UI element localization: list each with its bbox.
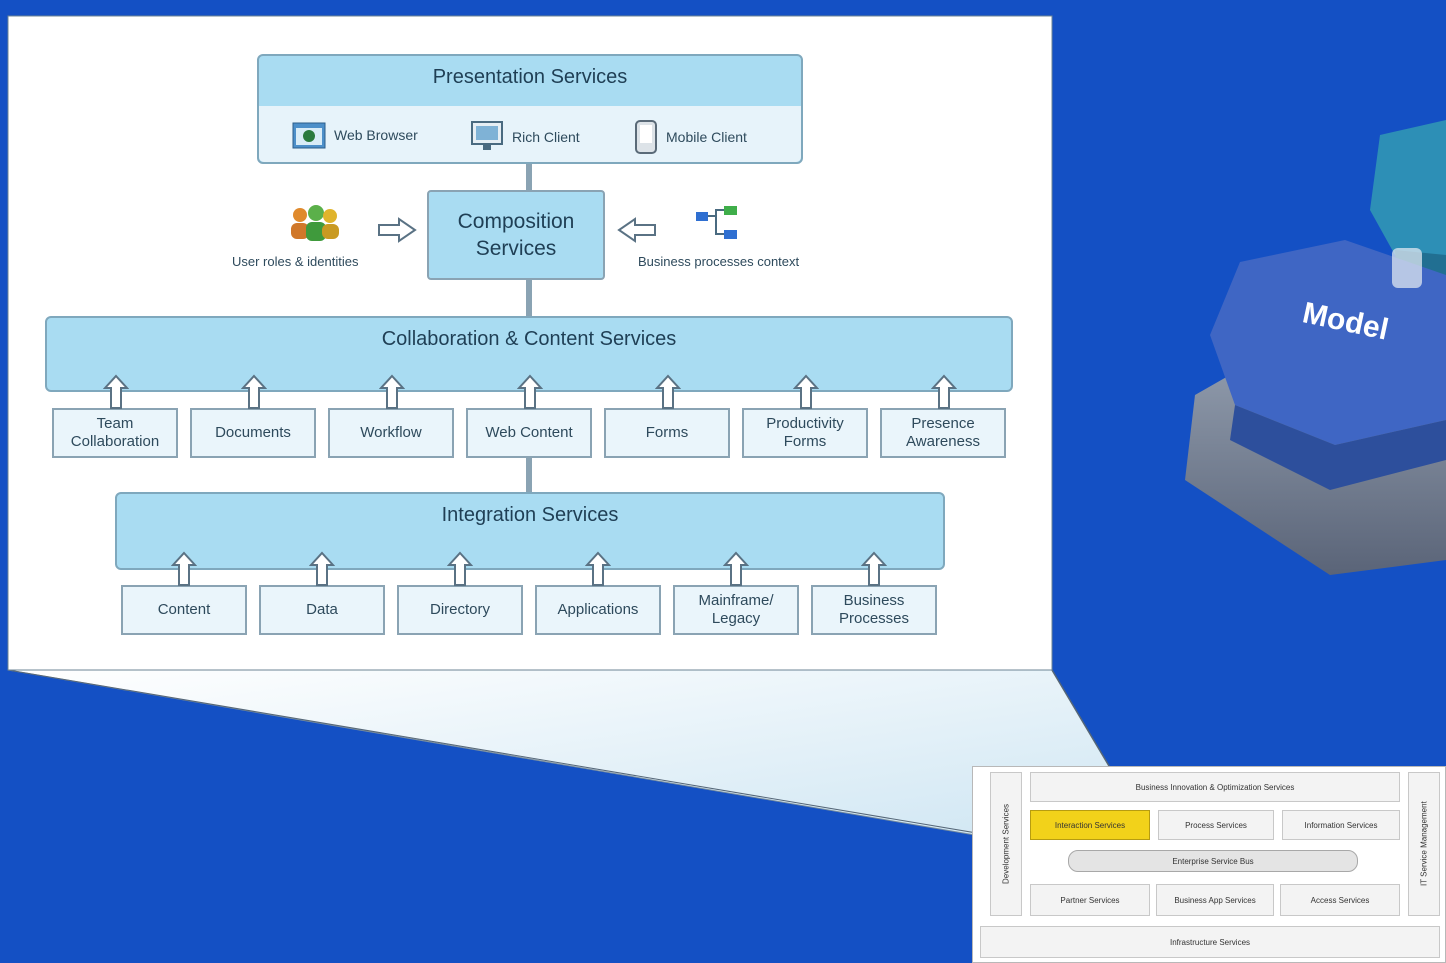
mini-business-innovation: Business Innovation & Optimization Servi… — [1030, 772, 1400, 802]
mini-infrastructure-services: Infrastructure Services — [980, 926, 1440, 958]
integration-item-directory: Directory — [397, 585, 523, 635]
collab-item-label: Workflow — [360, 424, 422, 441]
presentation-services-title: Presentation Services — [432, 66, 628, 88]
mini-process-label: Process Services — [1185, 820, 1247, 830]
web-browser-client: Web Browser — [292, 120, 418, 150]
mini-business-app-services: Business App Services — [1156, 884, 1274, 916]
up-arrow-icon — [655, 374, 681, 409]
model-hex — [1210, 240, 1446, 445]
collab-item-forms: Forms — [604, 408, 730, 458]
mini-partner-label: Partner Services — [1060, 895, 1120, 905]
up-arrow-icon — [931, 374, 957, 409]
collab-item-documents: Documents — [190, 408, 316, 458]
up-arrow-icon — [723, 551, 749, 586]
mini-infrastructure-label: Infrastructure Services — [1169, 937, 1251, 947]
up-arrow-icon — [447, 551, 473, 586]
up-arrow-icon — [585, 551, 611, 586]
integration-item-label: Business Processes — [838, 592, 910, 627]
integration-item-label: Mainframe/ Legacy — [698, 592, 774, 627]
collab-item-presence-awareness: Presence Awareness — [880, 408, 1006, 458]
up-arrow-icon — [379, 374, 405, 409]
composition-services-title: Composition Services — [457, 210, 575, 260]
mini-esb-label: Enterprise Service Bus — [1172, 856, 1254, 866]
users-icon — [291, 205, 339, 241]
collab-item-productivity-forms: Productivity Forms — [742, 408, 868, 458]
integration-item-applications: Applications — [535, 585, 661, 635]
integration-item-data: Data — [259, 585, 385, 635]
mini-process-services: Process Services — [1158, 810, 1274, 840]
mini-interaction-label: Interaction Services — [1054, 820, 1126, 830]
rich-client: Rich Client — [470, 120, 580, 154]
process-flow-icon — [696, 206, 737, 239]
up-arrow-icon — [793, 374, 819, 409]
collab-item-label: Presence Awareness — [906, 415, 980, 450]
collab-item-web-content: Web Content — [466, 408, 592, 458]
collab-item-label: Web Content — [485, 424, 573, 441]
composition-services-box: Composition Services — [427, 190, 605, 280]
mini-business-innovation-label: Business Innovation & Optimization Servi… — [1135, 782, 1295, 792]
integration-item-mainframe-legacy: Mainframe/ Legacy — [673, 585, 799, 635]
collaboration-services-title: Collaboration & Content Services — [381, 328, 677, 350]
rich-client-label: Rich Client — [512, 129, 580, 145]
up-arrow-icon — [861, 551, 887, 586]
presentation-clients-strip — [259, 106, 801, 162]
integration-services-panel: Integration Services — [115, 492, 945, 570]
up-arrow-icon — [517, 374, 543, 409]
integration-item-label: Directory — [429, 601, 490, 618]
mini-development-services: Development Services — [990, 772, 1022, 916]
mini-interaction-services: Interaction Services — [1030, 810, 1150, 840]
integration-services-title: Integration Services — [441, 504, 619, 526]
integration-item-label: Content — [157, 601, 211, 618]
mini-access-services: Access Services — [1280, 884, 1400, 916]
browser-icon — [292, 122, 326, 149]
collab-item-label: Team Collaboration — [70, 415, 160, 450]
mini-enterprise-service-bus: Enterprise Service Bus — [1068, 850, 1358, 872]
up-arrow-icon — [309, 551, 335, 586]
connector-line — [526, 163, 532, 193]
user-roles-label: User roles & identities — [232, 254, 359, 269]
mini-it-management-label: IT Service Management — [1419, 801, 1429, 887]
collab-item-team-collaboration: Team Collaboration — [52, 408, 178, 458]
integration-item-label: Applications — [557, 601, 639, 618]
collab-item-label: Productivity Forms — [766, 415, 844, 450]
mobile-client: Mobile Client — [634, 120, 747, 154]
mini-business-app-label: Business App Services — [1174, 895, 1256, 905]
collab-item-workflow: Workflow — [328, 408, 454, 458]
arrow-left-icon — [617, 217, 656, 243]
mobile-icon — [635, 120, 657, 154]
business-context-label: Business processes context — [638, 254, 800, 269]
mini-development-label: Development Services — [1001, 803, 1011, 885]
connector-line — [526, 455, 532, 495]
up-arrow-icon — [241, 374, 267, 409]
integration-item-label: Data — [306, 601, 338, 618]
mini-partner-services: Partner Services — [1030, 884, 1150, 916]
integration-item-business-processes: Business Processes — [811, 585, 937, 635]
collab-item-label: Documents — [215, 424, 291, 441]
arrow-right-icon — [378, 217, 417, 243]
up-arrow-icon — [103, 374, 129, 409]
mini-it-service-management: IT Service Management — [1408, 772, 1440, 916]
connector-line — [526, 278, 532, 318]
monitor-icon — [471, 121, 503, 150]
mini-access-label: Access Services — [1310, 895, 1370, 905]
up-arrow-icon — [171, 551, 197, 586]
mobile-client-label: Mobile Client — [666, 129, 747, 145]
integration-item-content: Content — [121, 585, 247, 635]
collab-item-label: Forms — [645, 424, 689, 441]
mini-information-label: Information Services — [1304, 820, 1378, 830]
web-browser-label: Web Browser — [334, 127, 418, 143]
mini-information-services: Information Services — [1282, 810, 1400, 840]
